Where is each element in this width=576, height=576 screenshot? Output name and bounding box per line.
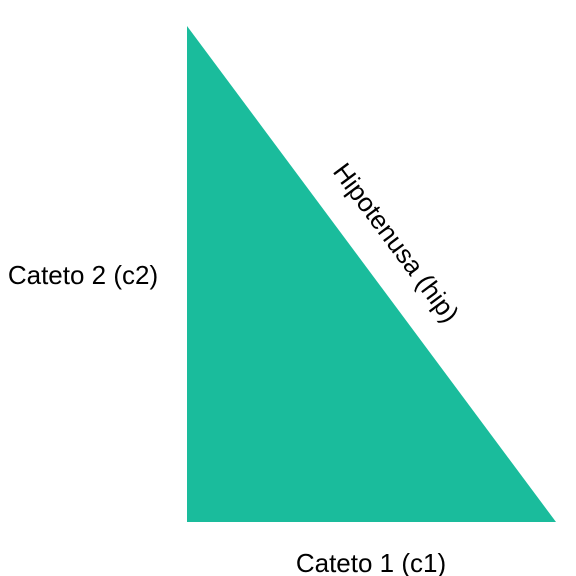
leg-horizontal-label: Cateto 1 (c1) [296,548,446,576]
leg-vertical-label: Cateto 2 (c2) [8,260,158,290]
right-triangle [187,26,556,522]
